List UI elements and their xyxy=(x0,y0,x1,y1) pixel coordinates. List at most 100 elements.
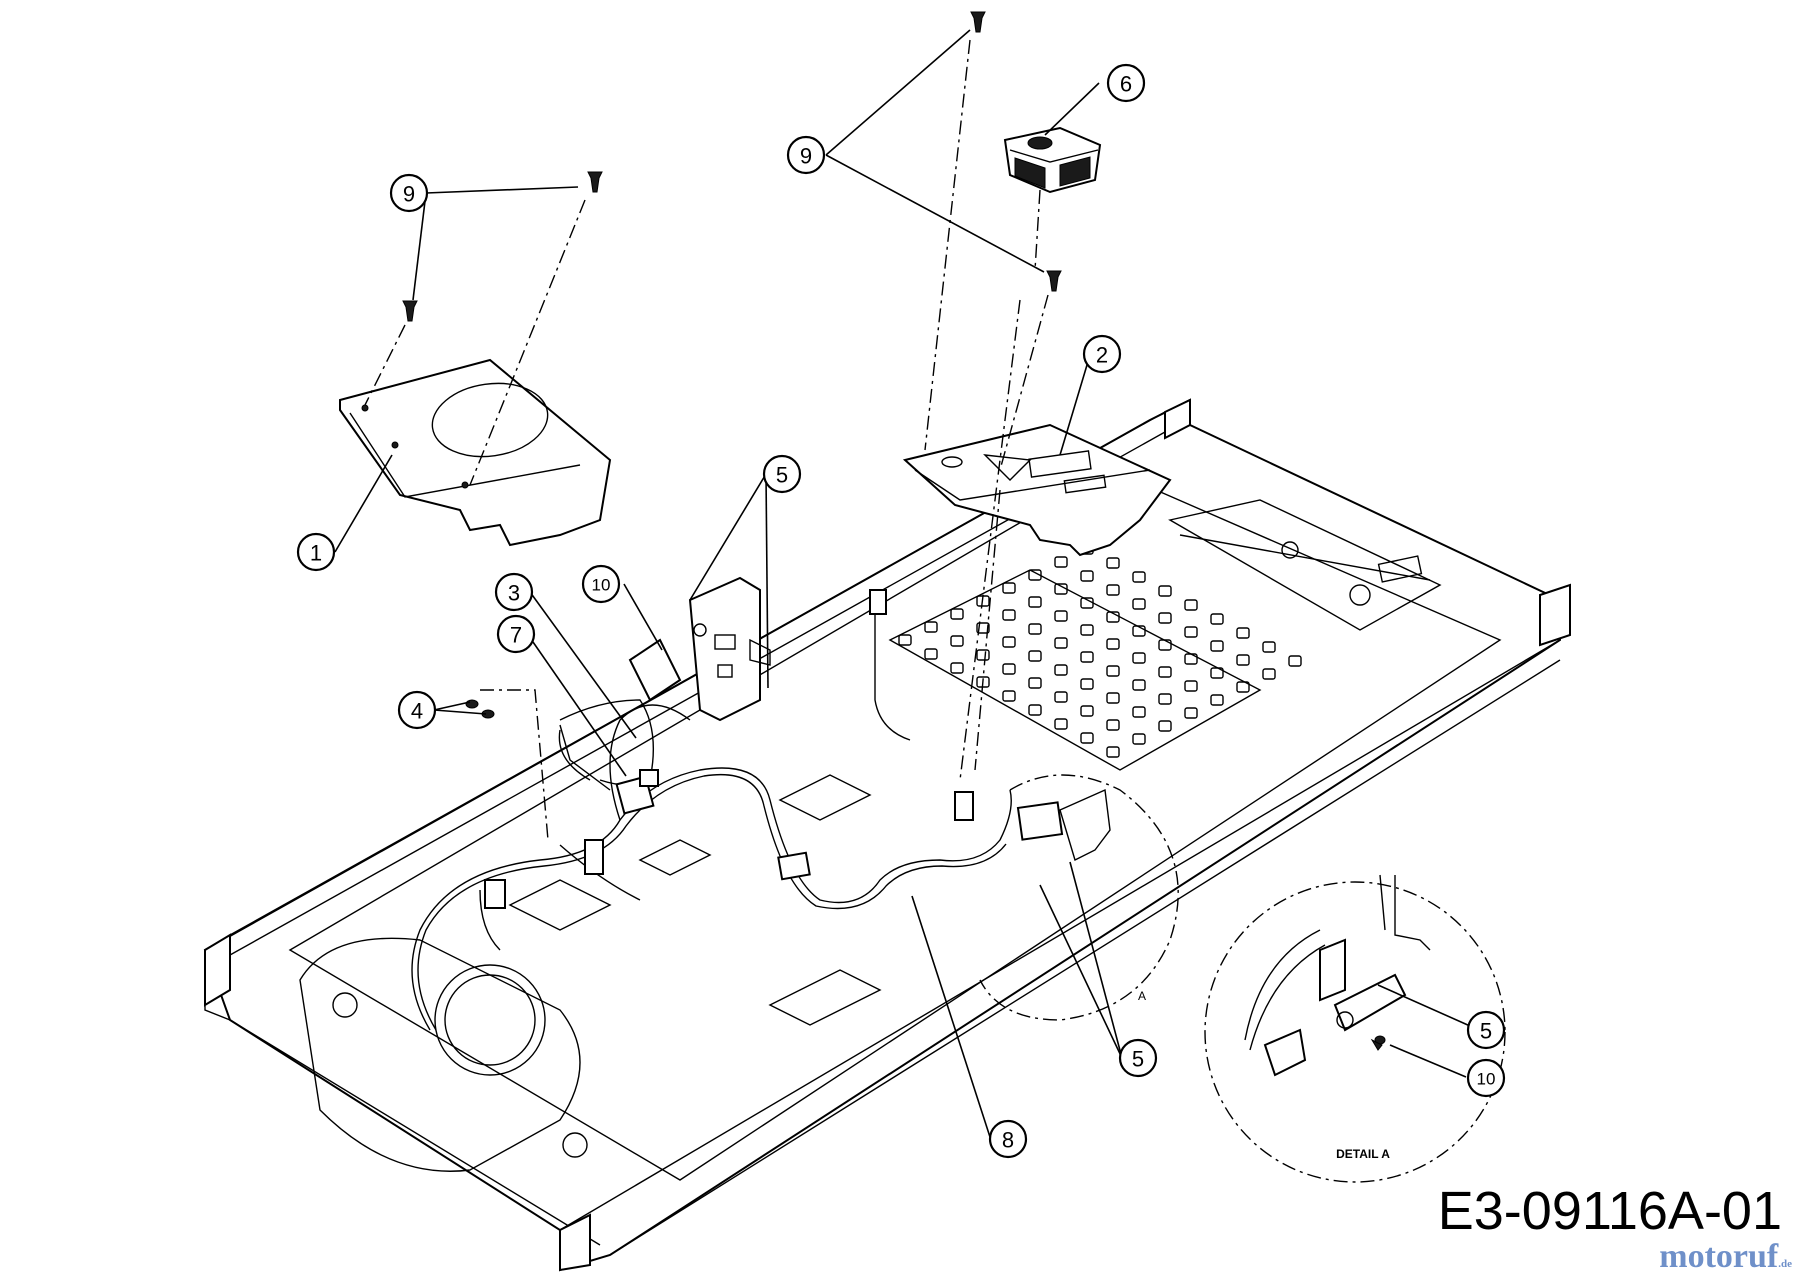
floor-grid-hole xyxy=(1210,667,1224,679)
floor-grid-hole xyxy=(1210,694,1224,706)
floor-grid-hole xyxy=(898,634,912,646)
svg-text:5: 5 xyxy=(776,463,788,488)
floor-grid-hole xyxy=(1288,655,1302,667)
leader-lines xyxy=(334,29,1480,1138)
floor-grid-hole xyxy=(1132,706,1146,718)
floor-grid-hole xyxy=(1080,597,1094,609)
floor-grid-hole xyxy=(1132,625,1146,637)
floor-grid-hole xyxy=(1106,611,1120,623)
floor-grid-hole xyxy=(1106,584,1120,596)
floor-grid-hole xyxy=(1106,719,1120,731)
floor-grid-hole xyxy=(1106,665,1120,677)
floor-grid-hole xyxy=(1054,610,1068,622)
floor-grid-hole xyxy=(1080,705,1094,717)
floor-grid-hole xyxy=(1158,666,1172,678)
floor-grid-hole xyxy=(1002,609,1016,621)
floor-grid xyxy=(888,569,1262,771)
floor-grid-hole xyxy=(1028,677,1042,689)
floor-grid-hole xyxy=(1080,624,1094,636)
svg-text:1: 1 xyxy=(310,541,322,566)
floor-grid-hole xyxy=(1028,650,1042,662)
detail-a-reference-circle: A xyxy=(979,774,1179,1021)
floor-grid-hole xyxy=(1184,680,1198,692)
floor-grid-hole xyxy=(1210,640,1224,652)
callout-8: 8 xyxy=(988,1119,1028,1159)
pedal-bracket-assembly xyxy=(558,576,1111,861)
floor-grid-holes xyxy=(898,543,1302,758)
floor-grid-hole xyxy=(1236,654,1250,666)
svg-text:7: 7 xyxy=(510,623,522,648)
floor-grid-hole xyxy=(1054,637,1068,649)
floor-grid-hole xyxy=(1054,718,1068,730)
floor-grid-hole xyxy=(1132,733,1146,745)
svg-text:9: 9 xyxy=(800,144,812,169)
floor-grid-hole xyxy=(1002,582,1016,594)
callout-5-bracket: 5 xyxy=(762,454,802,494)
floor-grid-hole xyxy=(976,649,990,661)
watermark-suffix: .de xyxy=(1778,1258,1792,1270)
callout-9-right: 9 xyxy=(786,135,826,175)
svg-text:5: 5 xyxy=(1480,1019,1492,1044)
svg-text:6: 6 xyxy=(1120,72,1132,97)
floor-grid-hole xyxy=(1054,691,1068,703)
floor-grid-hole xyxy=(1106,557,1120,569)
svg-text:4: 4 xyxy=(411,699,423,724)
svg-text:10: 10 xyxy=(1477,1070,1496,1089)
callout-10-detail: 10 xyxy=(1466,1058,1506,1098)
floor-grid-hole xyxy=(1158,693,1172,705)
drawing-code: E3-09116A-01 xyxy=(1437,1181,1782,1241)
detail-view-letter: A xyxy=(1138,989,1146,1003)
svg-text:9: 9 xyxy=(403,182,415,207)
floor-grid-hole xyxy=(1158,612,1172,624)
svg-text:10: 10 xyxy=(592,576,611,595)
floor-grid-hole xyxy=(1158,720,1172,732)
floor-grid-hole xyxy=(1210,613,1224,625)
callout-4: 4 xyxy=(397,690,437,730)
floor-grid-hole xyxy=(1080,651,1094,663)
floor-grid-hole xyxy=(1028,569,1042,581)
floor-grid-hole xyxy=(1158,585,1172,597)
floor-grid-hole xyxy=(924,648,938,660)
left-cover-plate xyxy=(339,358,612,547)
callout-10-bracket: 10 xyxy=(581,564,621,604)
callout-2: 2 xyxy=(1082,334,1122,374)
floor-grid-hole xyxy=(1184,626,1198,638)
floor-grid-hole xyxy=(1002,690,1016,702)
callout-5-frame: 5 xyxy=(1118,1038,1158,1078)
push-pin-fasteners xyxy=(402,11,1062,322)
callout-5-detail: 5 xyxy=(1466,1010,1506,1050)
floor-grid-hole xyxy=(1184,707,1198,719)
floor-grid-hole xyxy=(1236,681,1250,693)
floor-grid-hole xyxy=(950,608,964,620)
floor-grid-hole xyxy=(1262,668,1276,680)
svg-text:2: 2 xyxy=(1096,343,1108,368)
floor-grid-hole xyxy=(976,622,990,634)
floor-grid-hole xyxy=(1184,599,1198,611)
floor-grid-hole xyxy=(1132,652,1146,664)
floor-grid-hole xyxy=(1080,732,1094,744)
assembly-lines xyxy=(364,39,1049,841)
svg-text:3: 3 xyxy=(508,581,520,606)
floor-grid-hole xyxy=(1028,596,1042,608)
floor-grid-hole xyxy=(1080,678,1094,690)
detail-a-view: DETAIL A xyxy=(1204,874,1506,1183)
nut-fasteners xyxy=(465,699,495,719)
right-cover-plate xyxy=(902,423,1172,557)
floor-grid-hole xyxy=(1106,638,1120,650)
floor-grid-hole xyxy=(1002,663,1016,675)
floor-grid-hole xyxy=(1054,556,1068,568)
callout-7: 7 xyxy=(496,614,536,654)
floor-grid-hole xyxy=(924,621,938,633)
floor-grid-hole xyxy=(1028,623,1042,635)
watermark-brand: motoruf xyxy=(1659,1238,1779,1275)
floor-grid-hole xyxy=(1158,639,1172,651)
floor-grid-hole xyxy=(950,662,964,674)
svg-text:8: 8 xyxy=(1002,1128,1014,1153)
floor-grid-hole xyxy=(1028,704,1042,716)
floor-grid-hole xyxy=(1106,746,1120,758)
callout-9-left: 9 xyxy=(389,173,429,213)
callout-1: 1 xyxy=(296,532,336,572)
callout-6: 6 xyxy=(1106,63,1146,103)
floor-grid-hole xyxy=(950,635,964,647)
